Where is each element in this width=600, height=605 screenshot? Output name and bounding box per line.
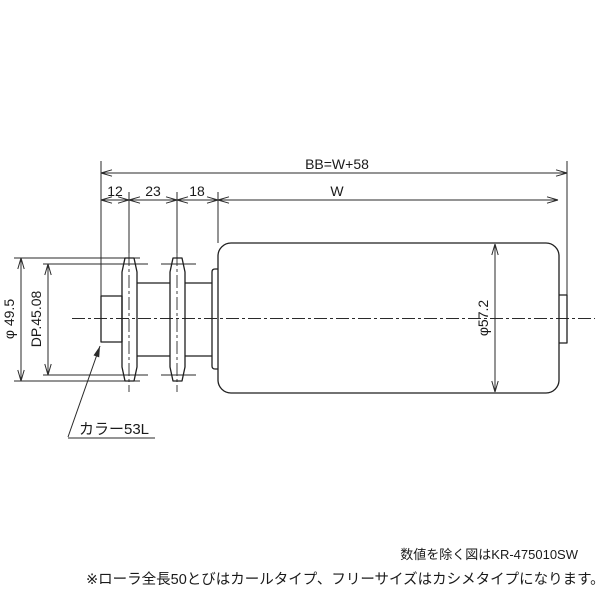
sprocket-1 <box>121 257 138 382</box>
model-note: 数値を除く図はKR-475010SW <box>400 547 578 562</box>
end-cap <box>211 268 218 370</box>
leader-line <box>67 345 155 439</box>
footnote: ※ローラ全長50とびはカールタイプ、フリーサイズはカシメタイプになります。 <box>86 570 600 588</box>
dimension-arrowheads <box>17 169 568 393</box>
collar-leader <box>67 345 155 439</box>
centerlines <box>72 253 595 392</box>
collar-label: カラー53L <box>79 421 149 438</box>
dim-pitch-dia-label: DP.45.08 <box>28 291 44 348</box>
dim-18-label: 18 <box>189 183 205 199</box>
dim-sprocket-od-label: φ 49.5 <box>1 299 17 339</box>
hub-lines <box>137 282 212 357</box>
roller-assembly <box>100 242 568 394</box>
dim-roller-dia-label: φ57.2 <box>475 300 491 337</box>
dim-w-label: W <box>330 183 344 199</box>
leader-arrowhead <box>93 346 100 358</box>
dim-23-label: 23 <box>145 183 161 199</box>
dim-12-label: 12 <box>107 183 123 199</box>
dimension-lines <box>14 161 568 393</box>
shaft-stub <box>559 294 568 344</box>
collar-outline <box>100 295 123 343</box>
sprocket-2 <box>169 257 186 382</box>
roller-body <box>217 242 560 394</box>
dim-bb-label: BB=W+58 <box>305 156 369 172</box>
